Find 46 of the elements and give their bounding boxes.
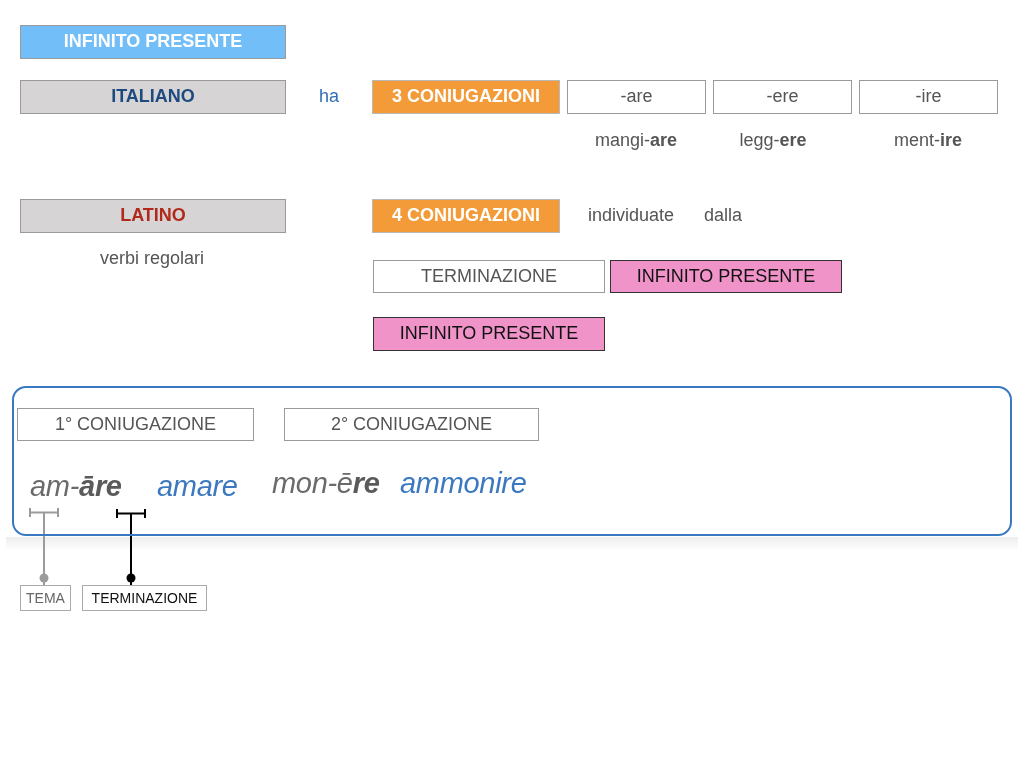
box-label: TEMA	[26, 589, 65, 607]
ending-box	[859, 80, 998, 114]
box-label: ITALIANO	[111, 86, 195, 108]
example-word: legg-ere	[739, 130, 807, 152]
tag-box	[82, 585, 207, 611]
conjugation-box	[284, 408, 539, 441]
span-bracket	[116, 509, 146, 518]
example-word: mangi-are	[594, 130, 678, 152]
language-box	[20, 80, 286, 114]
term-box	[373, 260, 605, 293]
leader-line	[39, 516, 49, 586]
box-label: 4 CONIUGAZIONI	[392, 205, 540, 227]
text-label: verbi regolari	[100, 248, 204, 270]
tag-box	[20, 585, 71, 611]
box-label: -ere	[766, 86, 799, 108]
highlight-box	[610, 260, 842, 293]
box-label: -ire	[915, 86, 942, 108]
ending-box	[713, 80, 852, 114]
box-label: INFINITO PRESENTE	[399, 323, 579, 345]
title-box	[20, 25, 286, 59]
box-label: 2° CONIUGAZIONE	[330, 413, 493, 436]
highlight-box	[373, 317, 605, 351]
latin-verb: am-āre	[30, 469, 122, 504]
box-label: LATINO	[120, 205, 186, 227]
example-frame	[12, 386, 1012, 536]
text-label: individuate	[588, 205, 675, 227]
conjugation-box	[17, 408, 254, 441]
box-label: 1° CONIUGAZIONE	[54, 413, 217, 436]
leader-line	[126, 517, 136, 586]
box-label: TERMINAZIONE	[421, 265, 557, 288]
language-box	[20, 199, 286, 233]
count-box	[372, 199, 560, 233]
translation-word: amare	[157, 469, 238, 504]
box-label: -are	[620, 86, 653, 108]
count-box	[372, 80, 560, 114]
connector-word: ha	[319, 86, 339, 108]
text-label: dalla	[704, 205, 743, 227]
box-label: INFINITO PRESENTE	[636, 265, 816, 288]
box-label: 3 CONIUGAZIONI	[392, 86, 540, 108]
translation-word: ammonire	[400, 466, 527, 501]
box-label: INFINITO PRESENTE	[63, 31, 243, 53]
box-label: TERMINAZIONE	[91, 589, 198, 607]
latin-verb: mon-ēre	[272, 466, 380, 501]
span-bracket	[29, 508, 59, 517]
example-word: ment-ire	[894, 130, 962, 152]
ending-box	[567, 80, 706, 114]
